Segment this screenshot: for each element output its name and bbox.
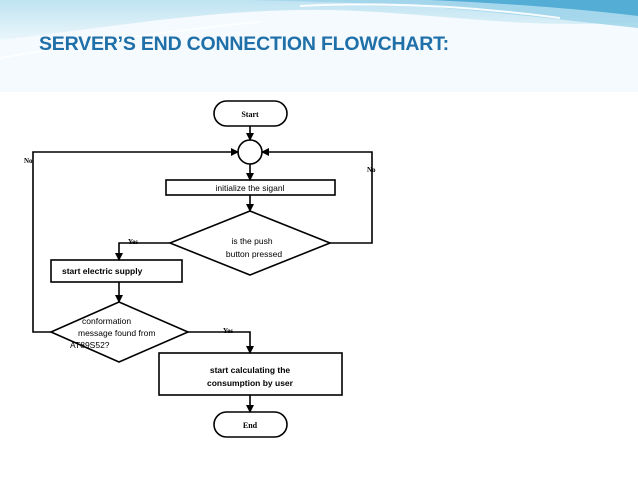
header-wave-mid: [250, 0, 638, 28]
connector-push-no-loop: [261, 148, 373, 244]
connector-confirmation-yes: [188, 331, 254, 354]
connector-push-yes: [115, 242, 170, 261]
yes-label-confirmation: Yes: [223, 327, 233, 335]
header-wave-front: [430, 0, 638, 16]
confirmation-label-line3: AT89S52?: [70, 340, 110, 350]
end-label: End: [243, 421, 258, 430]
push-decision-label-line1: is the push: [231, 236, 272, 246]
calculating-label-line2: consumption by user: [207, 378, 294, 388]
confirmation-label-line2: message found from: [78, 328, 155, 338]
confirmation-label-line1: conformation: [82, 316, 131, 326]
connector-confirmation-no-loop: [32, 148, 239, 333]
start-label: Start: [241, 110, 259, 119]
no-label-right: No: [367, 166, 376, 174]
no-label-left: No: [24, 157, 33, 165]
loop-junction: [237, 139, 263, 165]
header-wave-highlight: [299, 3, 561, 19]
slide-title: SERVER’S END CONNECTION FLOWCHART:: [39, 33, 449, 55]
yes-label-push: Yes: [128, 238, 138, 246]
confirmation-decision: [49, 301, 191, 363]
calculating-process: [158, 352, 343, 396]
header-wave-highlight-2: [0, 21, 261, 59]
push-button-decision: [167, 210, 333, 276]
electric-supply-label: start electric supply: [62, 266, 143, 276]
initialize-label: initialize the siganl: [216, 183, 285, 193]
header-wave-band: [0, 0, 638, 92]
push-decision-label-line2: button pressed: [226, 249, 283, 259]
calculating-label-line1: start calculating the: [210, 365, 291, 375]
